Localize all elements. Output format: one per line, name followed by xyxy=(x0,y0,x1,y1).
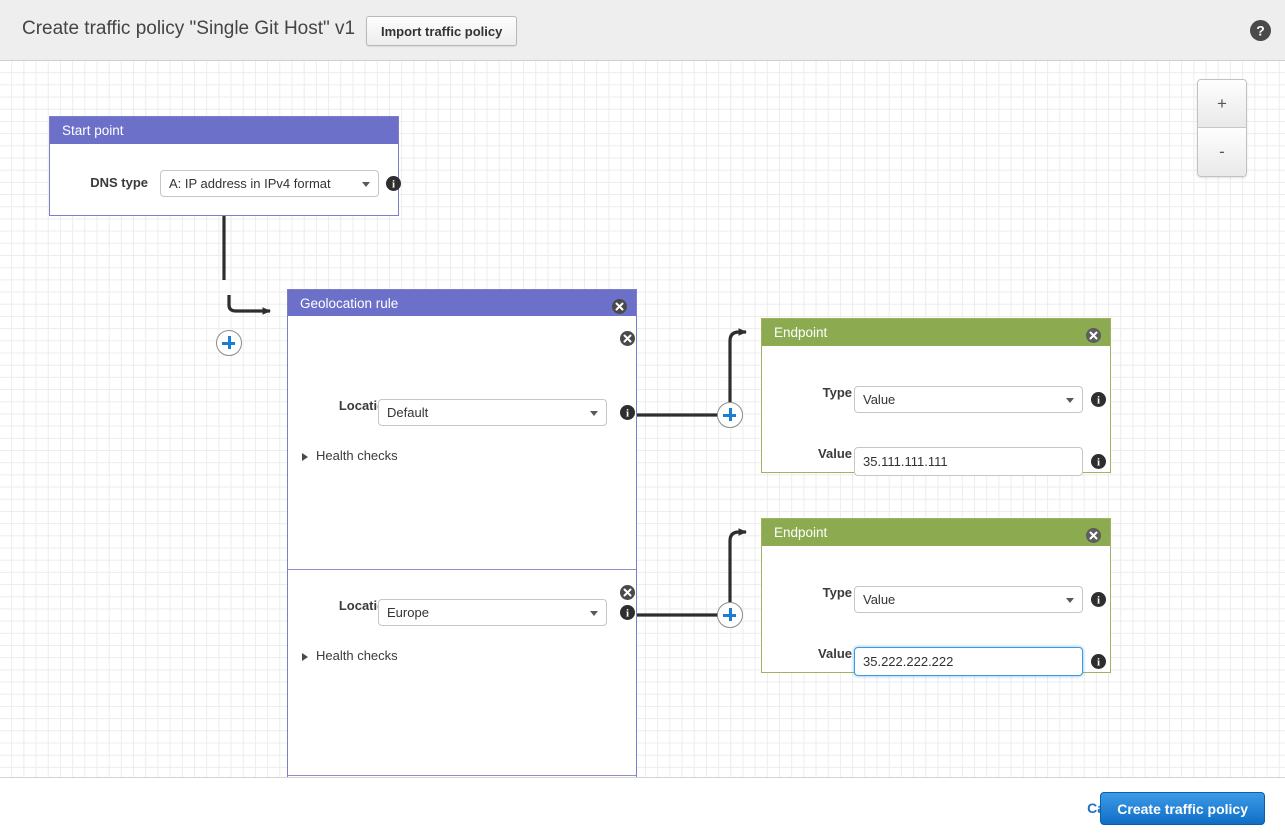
dns-type-label: DNS type xyxy=(90,175,148,190)
endpoint-1-type-select[interactable]: Value xyxy=(854,386,1083,413)
endpoint-1-title: Endpoint xyxy=(774,325,828,340)
add-rule-node-endpoint-1[interactable] xyxy=(717,402,743,428)
geolocation-rule-title: Geolocation rule xyxy=(300,296,399,311)
svg-text:i: i xyxy=(1097,657,1100,669)
app-header: Create traffic policy "Single Git Host" … xyxy=(0,0,1285,61)
close-icon[interactable] xyxy=(1086,525,1101,543)
help-circle-icon[interactable]: ? xyxy=(1250,20,1271,41)
svg-text:i: i xyxy=(1097,457,1100,469)
dns-type-value: A: IP address in IPv4 format xyxy=(169,176,331,191)
geo-location-1-info-icon[interactable]: i xyxy=(620,405,635,420)
endpoint-2-type-value: Value xyxy=(863,592,896,607)
endpoint-2-value-label: Value xyxy=(818,646,852,661)
add-another-geo-location-button[interactable]: Add another geo location xyxy=(288,775,636,777)
zoom-controls: + - xyxy=(1197,79,1247,177)
endpoint-2-type-label: Type xyxy=(822,585,852,600)
endpoint-2-title: Endpoint xyxy=(774,525,828,540)
endpoint-1-type-info-icon[interactable]: i xyxy=(1091,392,1106,407)
geo-location-1-health-checks-toggle[interactable]: Health checks xyxy=(302,448,422,466)
chevron-down-icon xyxy=(590,411,598,416)
endpoint-1-header: Endpoint xyxy=(762,319,1110,346)
dns-type-row: DNS type A: IP address in IPv4 format i xyxy=(50,166,401,200)
endpoint-1-type-label: Type xyxy=(822,385,852,400)
zoom-in-button[interactable]: + xyxy=(1198,80,1246,128)
remove-geo-location-1-icon[interactable] xyxy=(620,331,635,346)
endpoint-2-value-text: 35.222.222.222 xyxy=(863,654,954,669)
endpoint-2-header: Endpoint xyxy=(762,519,1110,546)
geo-location-divider xyxy=(288,569,636,570)
endpoint-1-value-info-icon[interactable]: i xyxy=(1091,454,1106,469)
endpoint-1-value-text: 35.111.111.111 xyxy=(863,454,948,469)
geo-location-2-info-icon[interactable]: i xyxy=(620,605,635,620)
chevron-right-icon xyxy=(302,653,308,661)
start-point-body: DNS type A: IP address in IPv4 format i xyxy=(50,166,401,200)
endpoint-1-value-label: Value xyxy=(818,446,852,461)
geo-location-2-health-checks-toggle[interactable]: Health checks xyxy=(302,648,422,666)
geolocation-rule-body: Location Default i Health checks xyxy=(287,316,637,777)
endpoint-2-value-input[interactable]: 35.222.222.222 xyxy=(854,647,1083,676)
endpoint-card-2: Endpoint Type Value i Value xyxy=(761,518,1111,676)
chevron-down-icon xyxy=(1066,598,1074,603)
add-rule-node-endpoint-2[interactable] xyxy=(717,602,743,628)
svg-text:i: i xyxy=(392,179,395,191)
import-traffic-policy-button[interactable]: Import traffic policy xyxy=(366,16,518,46)
endpoint-1-value-input[interactable]: 35.111.111.111 xyxy=(854,447,1083,476)
zoom-out-button[interactable]: - xyxy=(1198,128,1246,176)
endpoint-2-value-info-icon[interactable]: i xyxy=(1091,654,1106,669)
chevron-down-icon xyxy=(1066,398,1074,403)
close-icon[interactable] xyxy=(1086,325,1101,343)
dns-type-select[interactable]: A: IP address in IPv4 format xyxy=(160,170,379,197)
start-point-header: Start point xyxy=(50,117,398,144)
geo-location-1-health-checks-label: Health checks xyxy=(316,448,398,463)
page-title: Create traffic policy "Single Git Host" … xyxy=(22,18,356,39)
svg-text:?: ? xyxy=(1256,23,1265,39)
svg-text:i: i xyxy=(1097,395,1100,407)
chevron-down-icon xyxy=(590,611,598,616)
endpoint-2-type-info-icon[interactable]: i xyxy=(1091,592,1106,607)
add-rule-node-start[interactable] xyxy=(216,330,242,356)
form-footer: Cancel Create traffic policy xyxy=(0,777,1285,838)
chevron-right-icon xyxy=(302,453,308,461)
geo-location-1-value: Default xyxy=(387,405,429,420)
svg-text:i: i xyxy=(626,608,629,620)
geo-location-1-select[interactable]: Default xyxy=(378,399,607,426)
svg-text:i: i xyxy=(1097,595,1100,607)
remove-geo-location-2-icon[interactable] xyxy=(620,585,635,600)
close-icon[interactable] xyxy=(612,296,627,314)
create-traffic-policy-button[interactable]: Create traffic policy xyxy=(1100,792,1265,825)
start-point-title: Start point xyxy=(62,123,124,138)
geo-location-2-health-checks-label: Health checks xyxy=(316,648,398,663)
endpoint-2-type-select[interactable]: Value xyxy=(854,586,1083,613)
endpoint-1-type-value: Value xyxy=(863,392,896,407)
geo-location-2-value: Europe xyxy=(387,605,429,620)
svg-text:i: i xyxy=(626,408,629,420)
endpoint-card-1: Endpoint Type Value i Value xyxy=(761,318,1111,476)
policy-canvas[interactable]: Start point DNS type A: IP address in IP… xyxy=(0,61,1285,777)
start-point-card: Start point DNS type A: IP address in IP… xyxy=(49,116,401,216)
chevron-down-icon xyxy=(362,182,370,187)
geo-location-2-select[interactable]: Europe xyxy=(378,599,607,626)
geolocation-rule-header: Geolocation rule xyxy=(288,290,636,317)
dns-type-info-icon[interactable]: i xyxy=(386,176,401,191)
